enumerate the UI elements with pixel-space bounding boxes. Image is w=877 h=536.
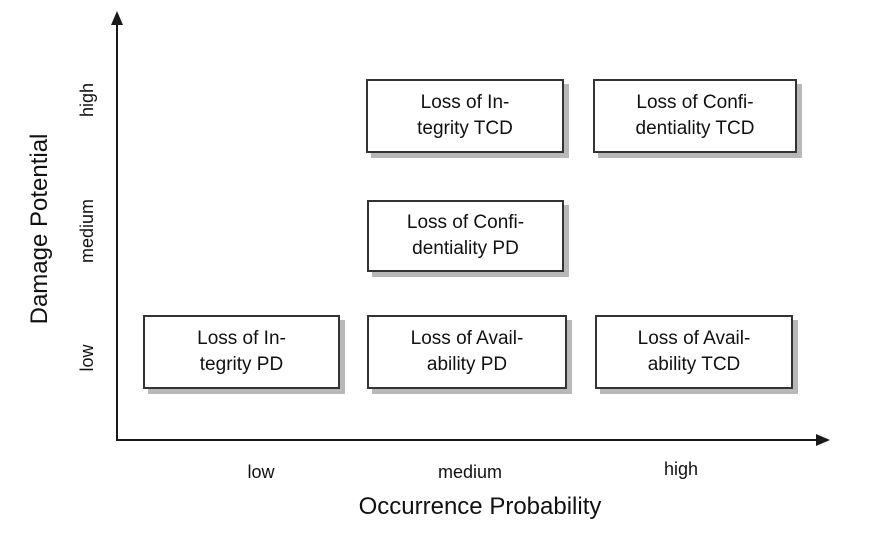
x-tick-low: low [247, 462, 275, 482]
box-loss-of-availability-tcd: Loss of Avail- ability TCD [595, 315, 793, 389]
x-axis-arrow-icon [816, 434, 830, 446]
box-loss-of-availability-pd: Loss of Avail- ability PD [367, 315, 567, 389]
box-label-line: tegrity TCD [417, 118, 513, 139]
box-label-line: dentiality TCD [635, 118, 755, 139]
box-label-line: Loss of In- [420, 92, 510, 113]
box-label-line: Loss of Avail- [410, 328, 524, 349]
box-loss-of-integrity-pd: Loss of In- tegrity PD [143, 315, 340, 389]
y-tick-medium: medium [77, 198, 97, 264]
y-axis-line [116, 22, 118, 441]
box-label-line: Loss of Confi- [406, 212, 525, 233]
y-axis-arrow-icon [111, 11, 123, 25]
box-loss-of-integrity-tcd: Loss of In- tegrity TCD [366, 79, 564, 153]
y-tick-high: high [77, 82, 97, 118]
box-label-line: Loss of Confi- [636, 92, 754, 113]
box-label-line: dentiality PD [412, 238, 519, 259]
y-axis-title: Damage Potential [26, 133, 53, 325]
x-tick-medium: medium [437, 462, 503, 482]
x-axis-title: Occurrence Probability [358, 493, 602, 520]
box-label-line: Loss of In- [197, 328, 286, 349]
box-loss-of-confidentiality-tcd: Loss of Confi- dentiality TCD [593, 79, 797, 153]
box-label-line: Loss of Avail- [637, 328, 751, 349]
y-tick-low: low [77, 344, 97, 372]
x-tick-high: high [663, 459, 699, 479]
box-loss-of-confidentiality-pd: Loss of Confi- dentiality PD [367, 200, 564, 272]
box-label-line: ability TCD [647, 354, 741, 375]
box-label-line: ability PD [426, 354, 508, 375]
x-axis-line [116, 439, 818, 441]
box-label-line: tegrity PD [199, 354, 284, 375]
